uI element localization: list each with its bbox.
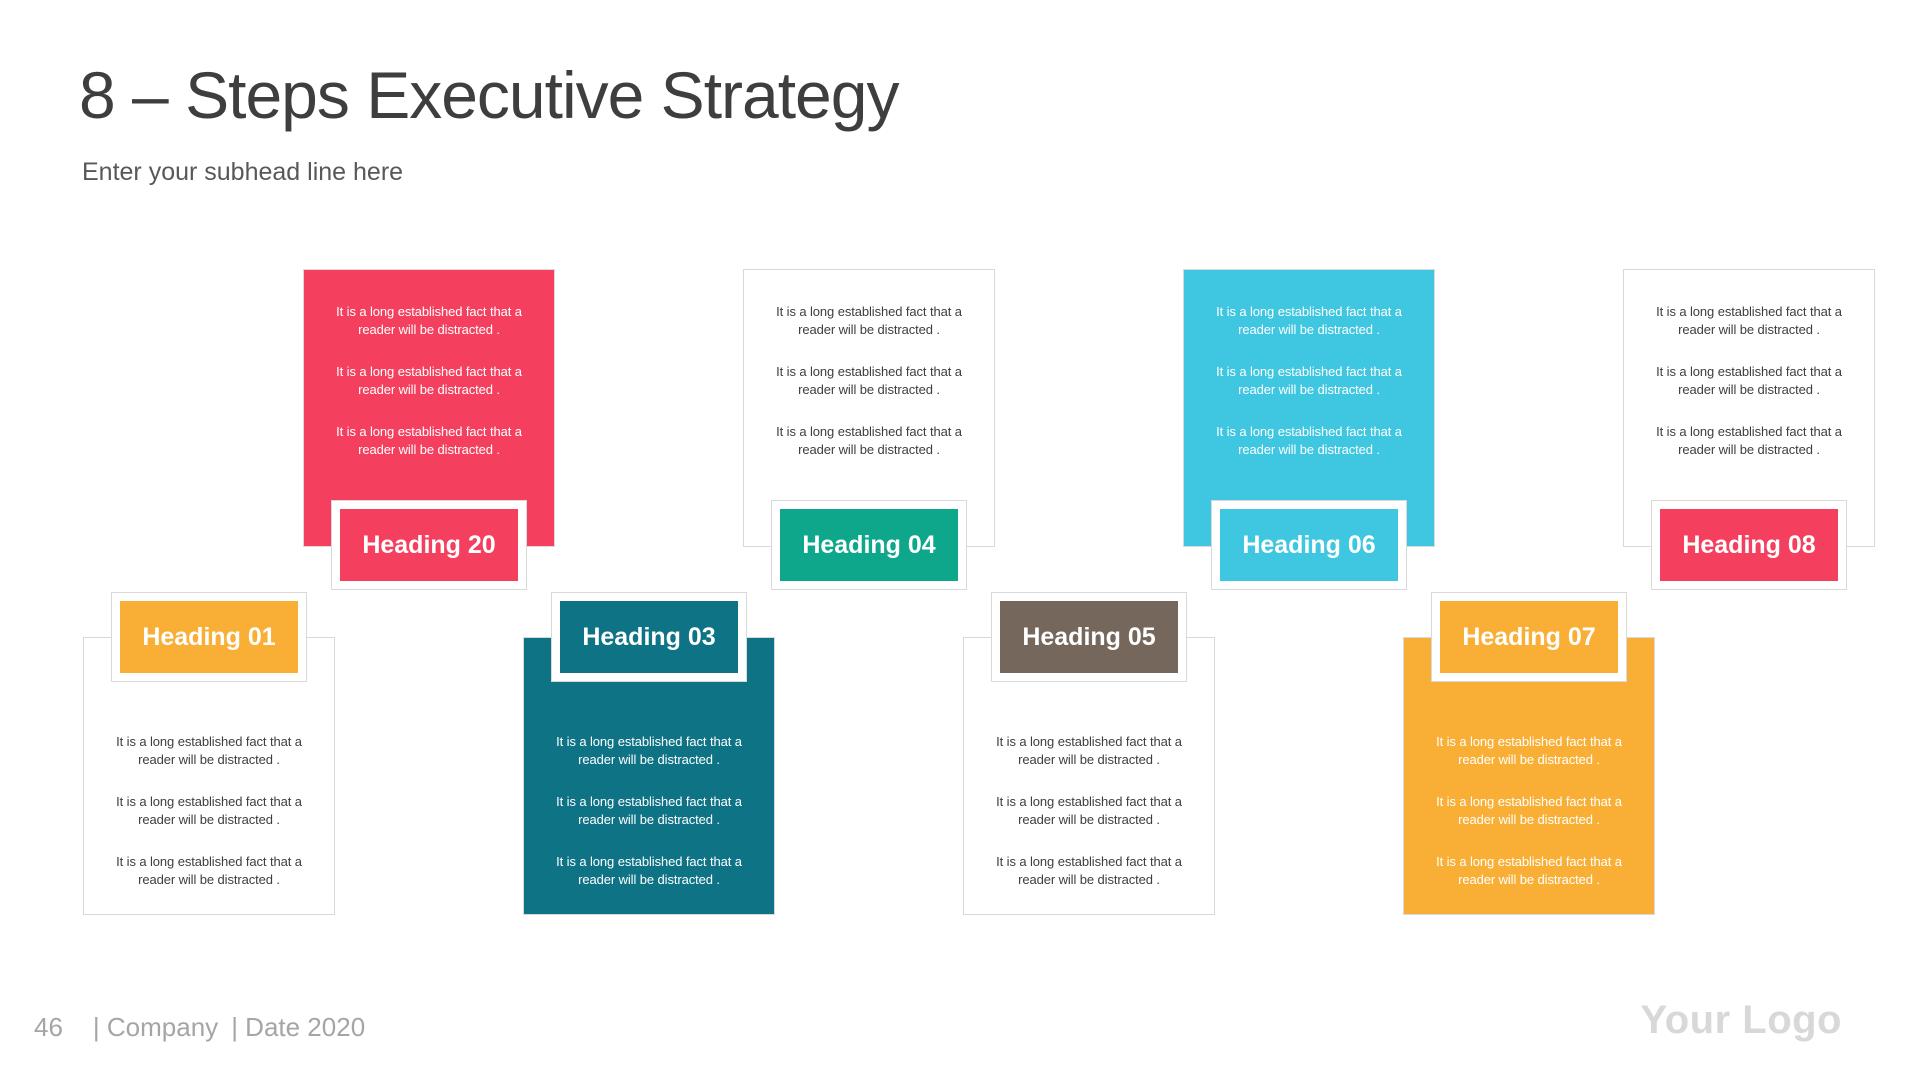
page-title: 8 – Steps Executive Strategy: [79, 58, 899, 132]
card-paragraph: It is a long established fact that a rea…: [776, 364, 962, 397]
card-heading-label: Heading 07: [1440, 601, 1618, 673]
card-paragraph: It is a long established fact that a rea…: [1656, 424, 1842, 457]
card-paragraph: It is a long established fact that a rea…: [116, 794, 302, 827]
card-paragraph: It is a long established fact that a rea…: [1216, 364, 1402, 397]
step-card-5: It is a long established fact that a rea…: [963, 592, 1215, 1022]
card-heading-box: Heading 04: [771, 500, 967, 590]
card-heading-label: Heading 01: [120, 601, 298, 673]
card-heading-label: Heading 08: [1660, 509, 1838, 581]
step-card-2: It is a long established fact that a rea…: [303, 269, 555, 699]
step-card-1: It is a long established fact that a rea…: [83, 592, 335, 1022]
step-card-8: It is a long established fact that a rea…: [1623, 269, 1875, 699]
step-card-7: It is a long established fact that a rea…: [1403, 592, 1655, 1022]
card-body: It is a long established fact that a rea…: [523, 637, 775, 915]
card-heading-box: Heading 07: [1431, 592, 1627, 682]
card-heading-label: Heading 04: [780, 509, 958, 581]
card-paragraph: It is a long established fact that a rea…: [776, 304, 962, 337]
card-paragraph: It is a long established fact that a rea…: [1436, 854, 1622, 887]
card-paragraph: It is a long established fact that a rea…: [336, 424, 522, 457]
card-heading-box: Heading 08: [1651, 500, 1847, 590]
card-heading-box: Heading 01: [111, 592, 307, 682]
card-paragraph: It is a long established fact that a rea…: [556, 854, 742, 887]
date-label: | Date 2020: [231, 1012, 366, 1042]
card-paragraph: It is a long established fact that a rea…: [996, 734, 1182, 767]
card-heading-box: Heading 06: [1211, 500, 1407, 590]
step-card-4: It is a long established fact that a rea…: [743, 269, 995, 699]
card-paragraph: It is a long established fact that a rea…: [1436, 794, 1622, 827]
card-body: It is a long established fact that a rea…: [83, 637, 335, 915]
your-logo-text: Your Logo: [1640, 998, 1842, 1042]
card-paragraph: It is a long established fact that a rea…: [1436, 734, 1622, 767]
company-label: | Company: [92, 1012, 219, 1042]
card-heading-box: Heading 05: [991, 592, 1187, 682]
page-number: 46: [34, 1012, 63, 1042]
card-heading-box: Heading 03: [551, 592, 747, 682]
card-heading-label: Heading 03: [560, 601, 738, 673]
footer: 46 | Company | Date 2020: [34, 1012, 365, 1043]
card-heading-label: Heading 05: [1000, 601, 1178, 673]
card-paragraph: It is a long established fact that a rea…: [1656, 364, 1842, 397]
card-heading-label: Heading 06: [1220, 509, 1398, 581]
card-paragraph: It is a long established fact that a rea…: [776, 424, 962, 457]
page-subhead: Enter your subhead line here: [82, 158, 404, 186]
card-paragraph: It is a long established fact that a rea…: [336, 304, 522, 337]
card-paragraph: It is a long established fact that a rea…: [116, 854, 302, 887]
step-card-3: It is a long established fact that a rea…: [523, 592, 775, 1022]
card-paragraph: It is a long established fact that a rea…: [556, 794, 742, 827]
card-heading-box: Heading 20: [331, 500, 527, 590]
card-paragraph: It is a long established fact that a rea…: [336, 364, 522, 397]
card-paragraph: It is a long established fact that a rea…: [1656, 304, 1842, 337]
card-body: It is a long established fact that a rea…: [963, 637, 1215, 915]
card-heading-label: Heading 20: [340, 509, 518, 581]
card-paragraph: It is a long established fact that a rea…: [116, 734, 302, 767]
card-paragraph: It is a long established fact that a rea…: [996, 794, 1182, 827]
card-paragraph: It is a long established fact that a rea…: [556, 734, 742, 767]
card-paragraph: It is a long established fact that a rea…: [1216, 424, 1402, 457]
step-card-6: It is a long established fact that a rea…: [1183, 269, 1435, 699]
card-paragraph: It is a long established fact that a rea…: [996, 854, 1182, 887]
card-paragraph: It is a long established fact that a rea…: [1216, 304, 1402, 337]
card-body: It is a long established fact that a rea…: [1403, 637, 1655, 915]
